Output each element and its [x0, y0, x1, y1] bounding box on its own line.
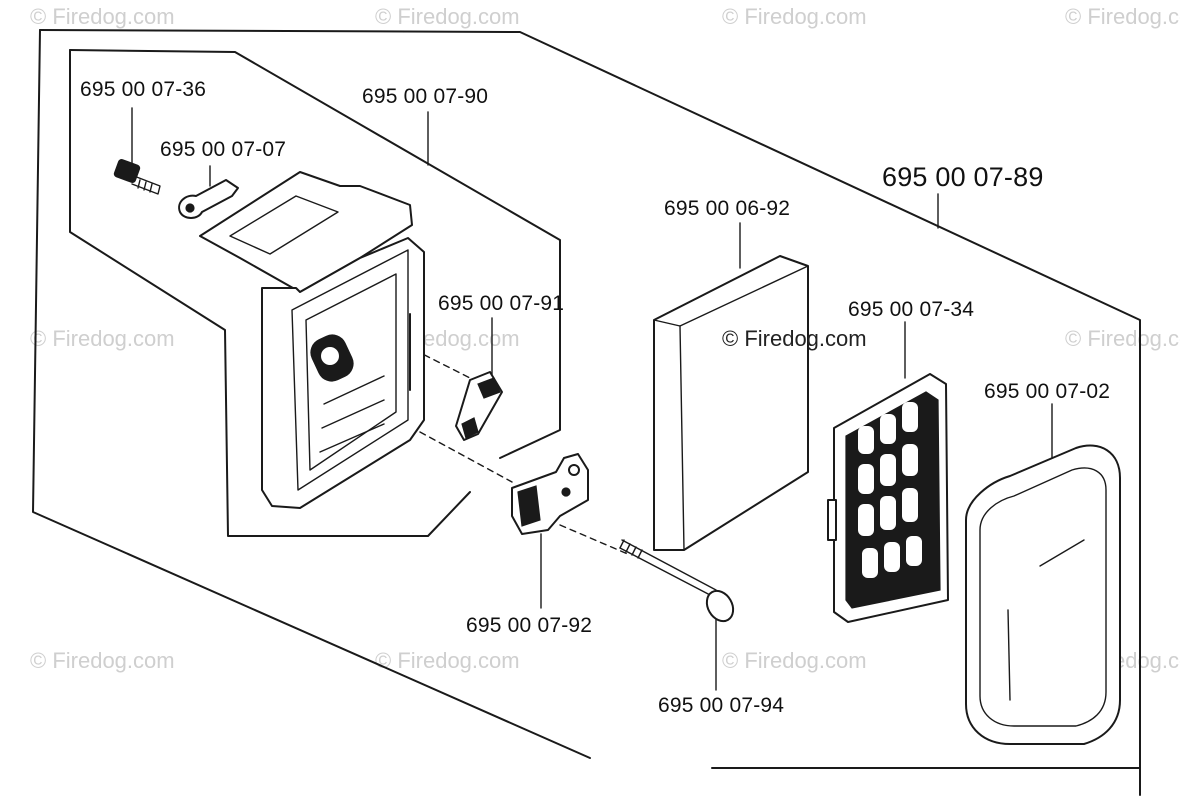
watermark: © Firedog.com [30, 4, 175, 29]
choke-lever-label: 695 00 07-91 [438, 292, 565, 315]
long-bolt-label: 695 00 07-94 [658, 694, 785, 717]
watermark: © Firedog.com [30, 326, 175, 351]
filter-cover-part [965, 444, 1121, 745]
watermark-center: © Firedog.com [722, 326, 867, 351]
housing-subframe [69, 49, 561, 537]
watermark: © Firedog.com [722, 4, 867, 29]
long-bolt-part [619, 539, 735, 623]
filter-cover-label: 695 00 07-02 [984, 380, 1111, 403]
kit-frame [32, 29, 1141, 796]
watermark: © Firedog.com [375, 4, 520, 29]
housing-part [199, 171, 425, 509]
clip-label: 695 00 07-07 [160, 138, 287, 161]
watermark: © Firedog.com [375, 648, 520, 673]
clip-part [178, 179, 239, 219]
filter-grid-part [827, 373, 949, 623]
watermark: © Firedog.com [1065, 326, 1180, 351]
bolt-part [113, 159, 161, 195]
filter-element-part [653, 255, 809, 551]
watermark: © Firedog.com [30, 648, 175, 673]
watermark: © Firedog.com [1065, 4, 1180, 29]
filter-element-label: 695 00 06-92 [664, 197, 791, 220]
bracket-part [511, 453, 589, 535]
leader-lines [131, 107, 1053, 691]
filter-grid-label: 695 00 07-34 [848, 298, 975, 321]
watermark: © Firedog.com [722, 648, 867, 673]
bolt-label: 695 00 07-36 [80, 78, 207, 101]
bracket-label: 695 00 07-92 [466, 614, 593, 637]
kit-label: 695 00 07-89 [882, 162, 1044, 192]
choke-lever-part [455, 371, 503, 441]
housing-label: 695 00 07-90 [362, 85, 489, 108]
